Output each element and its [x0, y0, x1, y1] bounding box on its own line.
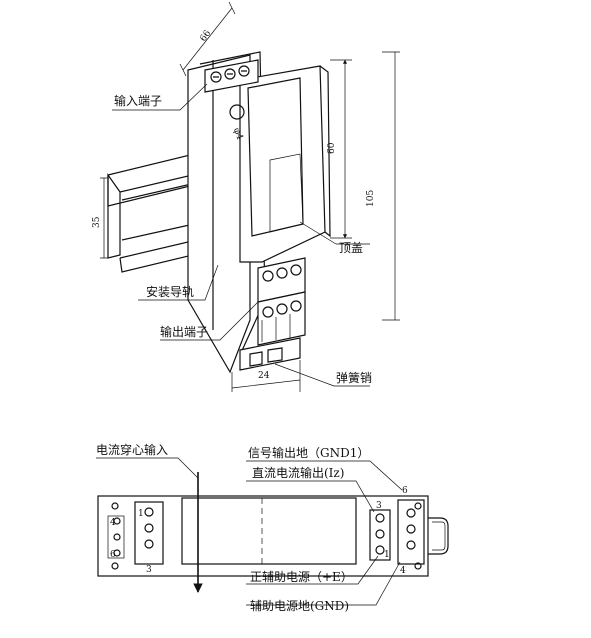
left-terminal-block — [134, 501, 164, 565]
bottom-leader-lines — [96, 457, 403, 606]
label-dc-output: 直流电流输出(Iz) — [252, 465, 344, 480]
middle-terminal-block — [369, 509, 391, 561]
input-terminal-block — [204, 59, 259, 93]
pin-mid-3: 3 — [376, 501, 382, 511]
label-current-input: 电流穿心输入 — [96, 442, 168, 457]
pin-left-1: 1 — [138, 509, 144, 519]
module-body — [187, 51, 266, 374]
pin-left-4: 4 — [110, 518, 116, 528]
center-window — [181, 497, 357, 565]
dim-hole-diameter: φ4 — [231, 127, 245, 142]
dim-cover-height: 60 — [327, 142, 337, 154]
label-signal-gnd: 信号输出地（GND1） — [248, 445, 369, 460]
mounting-hole-icon — [229, 104, 245, 120]
label-output-terminal: 输出端子 — [160, 324, 208, 339]
right-terminal-block — [397, 499, 425, 565]
spring-pin — [239, 337, 301, 371]
top-cover-box — [239, 65, 331, 263]
dim-width-top: 66 — [198, 28, 213, 43]
pin-right-6: 6 — [402, 486, 408, 496]
dimension-lines — [179, 1, 400, 392]
leader-lines — [112, 83, 370, 387]
dim-rail-height: 35 — [92, 216, 102, 228]
pin-left-3: 3 — [146, 565, 152, 575]
label-din-rail: 安装导轨 — [146, 284, 194, 299]
dim-base-width: 24 — [258, 371, 270, 381]
label-aux-power-gnd: 辅助电源地(GND) — [250, 599, 349, 613]
dim-total-height: 105 — [366, 190, 376, 207]
pin-left-6: 6 — [110, 550, 116, 560]
label-spring-pin: 弹簧销 — [336, 370, 372, 385]
bottom-wiring-drawing — [96, 457, 449, 606]
pin-mid-1: 1 — [384, 550, 390, 560]
output-terminal-block — [257, 257, 306, 346]
pin-right-4: 4 — [400, 566, 406, 576]
mounting-tab — [428, 517, 449, 555]
label-pos-aux-power: 正辅助电源（+E） — [250, 570, 353, 584]
label-input-terminal: 输入端子 — [114, 93, 162, 108]
label-top-cover: 顶盖 — [339, 241, 363, 255]
top-module-drawing — [100, 1, 400, 392]
